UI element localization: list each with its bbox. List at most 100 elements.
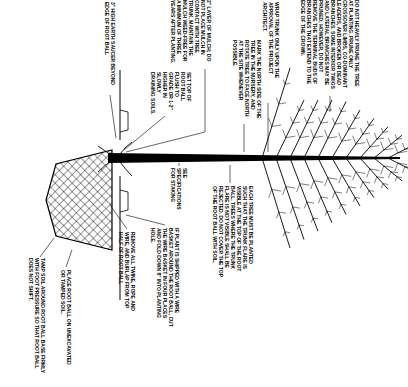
branch xyxy=(262,158,290,248)
branch xyxy=(313,218,318,220)
branch xyxy=(367,139,370,147)
branch xyxy=(276,98,278,104)
branch xyxy=(318,117,320,123)
branch xyxy=(297,225,299,230)
branch xyxy=(283,187,286,195)
branch xyxy=(397,138,402,140)
branch xyxy=(313,109,318,111)
branch xyxy=(374,177,376,183)
branch xyxy=(346,158,374,198)
branch xyxy=(279,103,286,104)
branch xyxy=(290,100,318,158)
branch xyxy=(285,231,290,233)
branch xyxy=(388,172,390,178)
branch xyxy=(384,148,393,150)
branch xyxy=(370,146,379,148)
branch xyxy=(304,117,306,123)
branch xyxy=(391,172,398,173)
branch xyxy=(339,204,341,209)
branch xyxy=(349,187,356,188)
note-label: 2" LAYER OF MULCH; DO NOT PLACE MULCH IN… xyxy=(170,0,212,65)
branch xyxy=(388,144,408,158)
branch xyxy=(318,158,346,214)
branch xyxy=(339,107,341,112)
branch xyxy=(279,212,286,213)
note-label: 3" HIGH EARTH SAUCER BEYOND EDGE OF ROOT… xyxy=(104,2,116,92)
branch xyxy=(332,158,360,206)
branch xyxy=(286,187,295,189)
branch xyxy=(360,128,362,134)
branch xyxy=(356,143,365,145)
branch xyxy=(327,109,332,111)
note-label: WRAP TRUNK ONLY UPON THE APPROVAL OF THE… xyxy=(262,2,280,100)
branch xyxy=(353,114,355,119)
branch xyxy=(272,125,281,127)
note-label: TAMP SOIL AROUND ROOT BALL BASE FIRMLY W… xyxy=(28,258,46,380)
branch xyxy=(395,145,398,153)
branch xyxy=(297,129,300,137)
branch xyxy=(367,190,369,195)
branch xyxy=(325,106,327,111)
branch xyxy=(276,100,304,158)
leader-lines xyxy=(40,69,330,267)
branch xyxy=(339,133,342,141)
branch xyxy=(339,175,342,183)
branch xyxy=(341,110,346,112)
branch xyxy=(269,118,272,126)
branch xyxy=(397,176,402,178)
branch xyxy=(318,102,346,158)
branch xyxy=(374,133,376,139)
branch xyxy=(360,158,388,189)
branch xyxy=(318,197,320,203)
note-label: MARK THE NORTH SIDE OF THE TREE IN THE N… xyxy=(232,40,262,120)
note-label: PLACE ROOT BALL ON UNEXCAVATED OR TAMPED… xyxy=(60,270,72,370)
branch xyxy=(262,68,290,158)
branch xyxy=(307,122,314,123)
branch xyxy=(327,211,332,213)
branch xyxy=(321,122,328,123)
branch xyxy=(384,166,393,168)
branch xyxy=(391,143,398,144)
branch xyxy=(374,135,402,158)
branch xyxy=(363,133,370,134)
note-label: SEE SPECIFICATIONS FOR STAKING xyxy=(170,168,188,208)
branch xyxy=(402,167,404,173)
branch xyxy=(395,135,397,140)
branch xyxy=(346,187,348,193)
branch xyxy=(342,140,351,142)
branch xyxy=(341,204,346,206)
branch xyxy=(304,158,332,223)
branch xyxy=(395,177,397,182)
tree-crown xyxy=(262,68,408,248)
branch xyxy=(353,136,356,144)
branch xyxy=(286,136,295,138)
branch xyxy=(335,192,342,193)
branch xyxy=(395,163,398,171)
branch xyxy=(311,106,313,111)
branch xyxy=(311,218,313,223)
branch xyxy=(383,183,388,185)
branch xyxy=(299,109,304,111)
branch xyxy=(381,166,384,174)
note-label: EACH TREE MUST BE PLANTED SUCH THAT THE … xyxy=(212,186,254,278)
branch xyxy=(383,131,388,133)
branch xyxy=(355,197,360,199)
branch xyxy=(405,148,408,149)
branch xyxy=(335,123,342,124)
branch xyxy=(328,137,337,139)
branch xyxy=(398,151,407,153)
branch xyxy=(346,123,348,129)
branch xyxy=(356,172,365,174)
root-ball xyxy=(46,150,112,250)
branch xyxy=(290,207,292,213)
branch xyxy=(276,158,304,240)
branch xyxy=(377,177,384,178)
branch xyxy=(349,128,356,129)
branch xyxy=(360,127,388,158)
branch xyxy=(363,182,370,183)
branch xyxy=(311,181,314,189)
branch xyxy=(332,118,334,124)
branch xyxy=(353,197,355,202)
branch xyxy=(360,182,362,188)
branch xyxy=(328,178,337,180)
